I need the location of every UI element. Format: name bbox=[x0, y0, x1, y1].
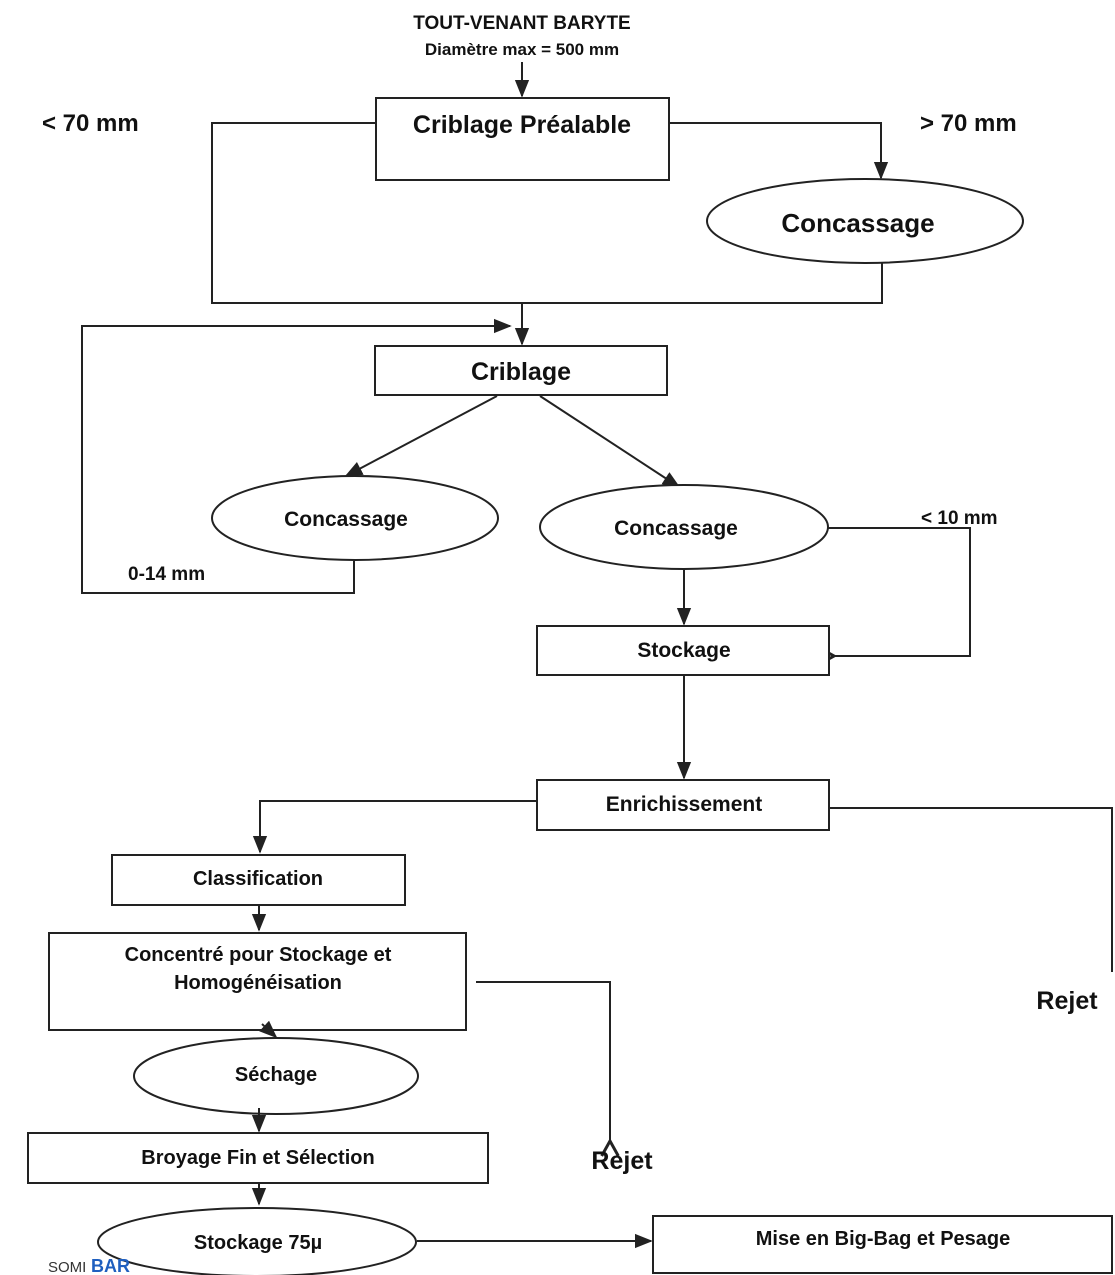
connector-concassage-to-merge bbox=[522, 263, 883, 304]
enrichissement-label: Enrichissement bbox=[606, 793, 762, 816]
somibar-logo: SOMI BAR bbox=[48, 1256, 130, 1275]
arrow-gt70-to-concassage bbox=[669, 122, 889, 180]
logo-prefix: SOMI bbox=[48, 1259, 86, 1275]
arrow-lt10-to-stockage bbox=[818, 527, 971, 666]
rejet-middle-label: Rejet bbox=[591, 1147, 653, 1175]
criblage-label: Criblage bbox=[471, 358, 571, 386]
concentre-label-line1: Concentré pour Stockage et bbox=[125, 944, 392, 966]
big-bag-box bbox=[652, 1215, 1113, 1274]
criblage-prealable-box bbox=[375, 97, 670, 181]
arrow-concentre-to-rejet bbox=[476, 981, 620, 1157]
label-lt10: < 10 mm bbox=[921, 508, 998, 529]
stockage75-label: Stockage 75µ bbox=[194, 1232, 322, 1254]
stockage-box bbox=[536, 625, 830, 676]
stockage-label: Stockage bbox=[637, 639, 730, 662]
concassage-left-ellipse bbox=[211, 475, 499, 561]
concassage-right-label: Concassage bbox=[614, 517, 738, 540]
label-lt70: < 70 mm bbox=[42, 110, 139, 137]
label-0-14mm: 0-14 mm bbox=[128, 564, 205, 585]
arrow-enrichissement-to-classification bbox=[252, 800, 537, 854]
concassage-left-label: Concassage bbox=[284, 508, 408, 531]
concassage-primary-label: Concassage bbox=[781, 208, 934, 238]
logo-suffix: BAR bbox=[91, 1256, 130, 1275]
concentre-box bbox=[48, 932, 467, 1031]
big-bag-label: Mise en Big-Bag et Pesage bbox=[756, 1228, 1011, 1250]
criblage-prealable-label: Criblage Préalable bbox=[413, 111, 631, 139]
criblage-box bbox=[374, 345, 668, 396]
concentre-label-line2: Homogénéisation bbox=[174, 972, 342, 994]
enrichissement-box bbox=[536, 779, 830, 831]
stockage75-ellipse bbox=[97, 1207, 417, 1275]
arrow-recycle-to-criblage bbox=[81, 318, 512, 594]
arrow-criblage-to-concassage-right bbox=[539, 395, 681, 488]
broyage-label: Broyage Fin et Sélection bbox=[141, 1147, 374, 1169]
rejet-right-label: Rejet bbox=[1036, 987, 1098, 1015]
connector-enrichissement-to-rejet bbox=[829, 807, 1113, 972]
arrow-criblage-to-concassage-left bbox=[344, 395, 498, 477]
label-gt70: > 70 mm bbox=[920, 110, 1017, 137]
sechage-ellipse bbox=[133, 1037, 419, 1115]
source-title: TOUT-VENANT BARYTE bbox=[413, 13, 630, 34]
sechage-label: Séchage bbox=[235, 1064, 317, 1086]
classification-label: Classification bbox=[193, 868, 323, 890]
arrow-concentre-to-sechage bbox=[259, 1020, 278, 1039]
source-subtitle: Diamètre max = 500 mm bbox=[425, 40, 619, 59]
connector-lt70-bypass bbox=[211, 122, 522, 304]
broyage-box bbox=[27, 1132, 489, 1184]
concassage-primary-ellipse bbox=[706, 178, 1024, 264]
